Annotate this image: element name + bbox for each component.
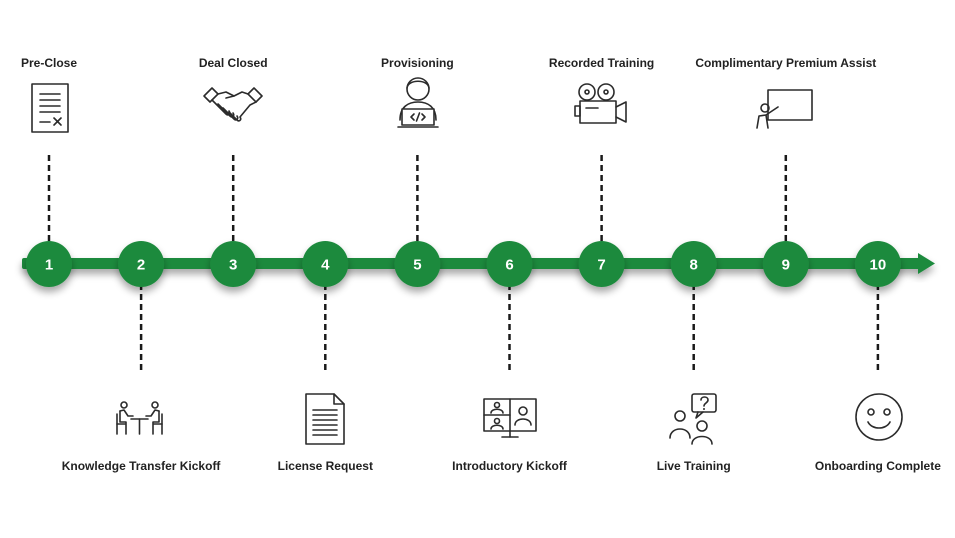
step-label-5: Provisioning <box>381 56 454 70</box>
step-node-10: 10 <box>854 241 901 287</box>
step-circle <box>670 241 717 287</box>
step-node-8: 8 <box>670 241 717 287</box>
step-label-6: Introductory Kickoff <box>452 459 568 473</box>
step-icons <box>31 77 903 445</box>
step-number: 6 <box>505 257 513 274</box>
film-camera-icon <box>574 83 627 124</box>
step-circle <box>762 241 809 287</box>
step-node-5: 5 <box>394 241 441 287</box>
step-node-9: 9 <box>762 241 809 287</box>
developer-laptop-icon <box>397 77 439 128</box>
step-number: 8 <box>690 257 698 274</box>
step-number: 9 <box>782 257 790 274</box>
step-nodes: 1 2 3 4 5 6 7 8 9 10 <box>26 241 901 287</box>
step-number: 2 <box>137 257 145 274</box>
step-number: 7 <box>597 257 605 274</box>
smiley-face-icon <box>855 393 903 441</box>
handshake-icon <box>203 87 263 122</box>
step-circle <box>486 241 533 287</box>
step-circle <box>578 241 625 287</box>
step-node-6: 6 <box>486 241 533 287</box>
step-node-7: 7 <box>578 241 625 287</box>
step-circle <box>118 241 165 287</box>
step-label-7: Recorded Training <box>549 56 654 70</box>
step-label-9: Complimentary Premium Assist <box>695 56 876 70</box>
step-circle <box>302 241 349 287</box>
step-node-4: 4 <box>302 241 349 287</box>
step-label-1: Pre-Close <box>21 56 77 70</box>
step-circle <box>210 241 257 287</box>
presenter-board-icon <box>756 89 813 129</box>
step-label-2: Knowledge Transfer Kickoff <box>62 459 222 473</box>
question-people-icon <box>669 393 717 445</box>
step-node-2: 2 <box>118 241 165 287</box>
meeting-table-icon <box>116 401 163 435</box>
step-label-10: Onboarding Complete <box>815 459 941 473</box>
step-number: 10 <box>870 257 887 274</box>
step-label-3: Deal Closed <box>199 56 268 70</box>
step-number: 1 <box>45 257 53 274</box>
step-label-4: License Request <box>278 459 373 473</box>
step-number: 5 <box>413 257 421 274</box>
step-node-1: 1 <box>26 241 72 287</box>
document-icon <box>305 393 345 445</box>
step-circle <box>26 241 72 287</box>
step-circle <box>394 241 441 287</box>
step-number: 4 <box>321 257 330 274</box>
step-node-3: 3 <box>210 241 257 287</box>
step-label-8: Live Training <box>657 459 731 473</box>
video-call-monitor-icon <box>483 398 537 438</box>
step-circle <box>854 241 901 287</box>
document-signature-icon <box>31 83 69 133</box>
step-number: 3 <box>229 257 237 274</box>
